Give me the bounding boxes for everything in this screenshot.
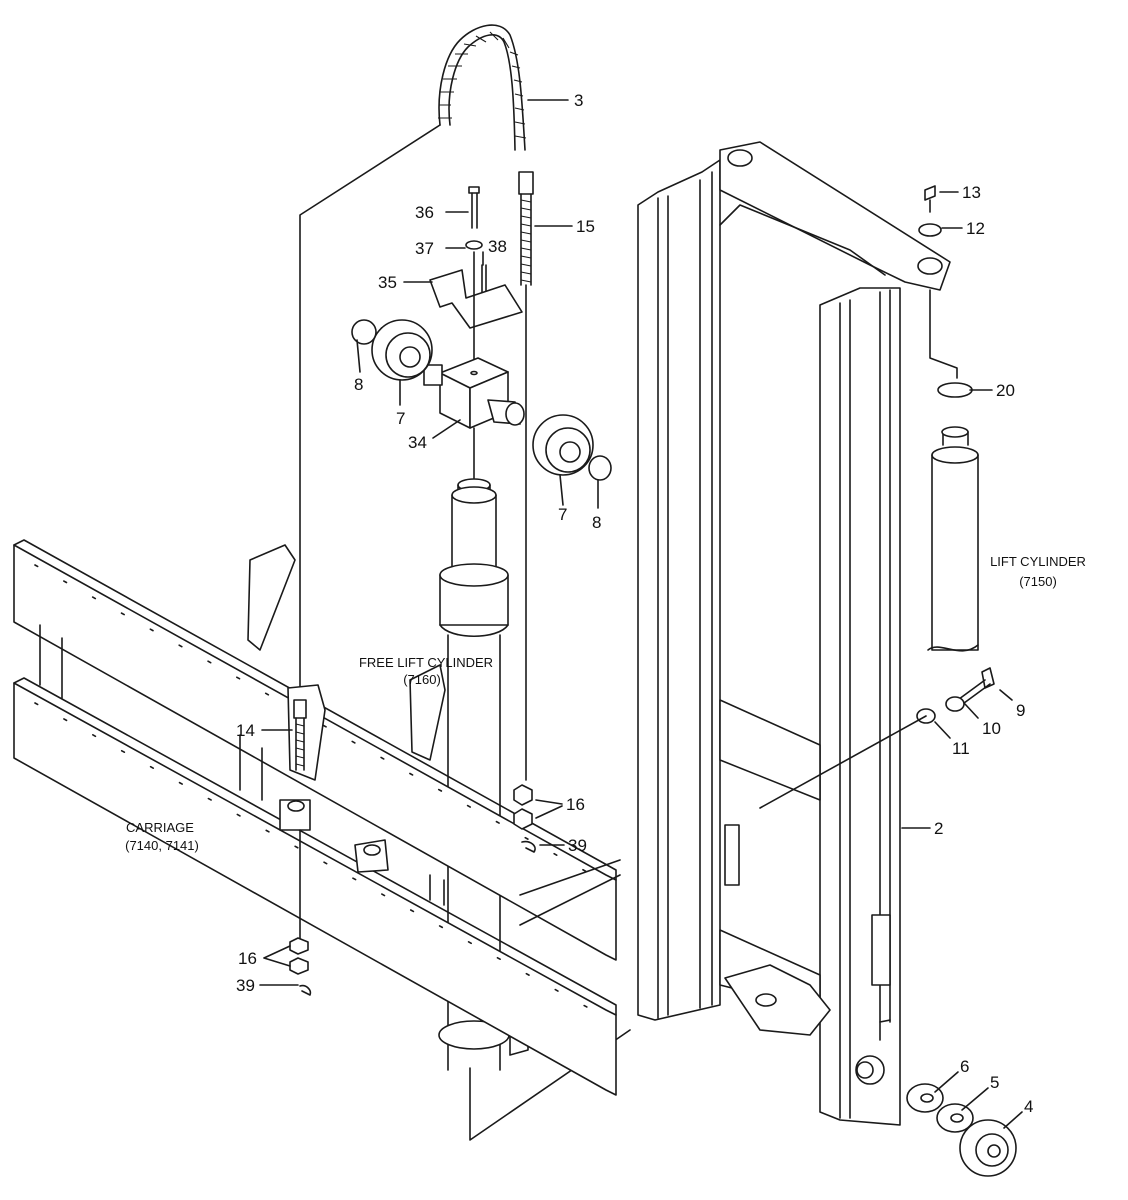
sheave-right <box>532 414 612 481</box>
sheave-left <box>351 319 433 381</box>
load-roller <box>855 1055 1017 1177</box>
callout-7-lower: 7 <box>558 505 567 524</box>
sheave-bracket <box>423 357 525 429</box>
callout-8-lower: 8 <box>592 513 601 532</box>
caption-carriage-code: (7140, 7141) <box>125 838 199 853</box>
callout-9: 9 <box>1016 701 1025 720</box>
callout-6: 6 <box>960 1057 969 1076</box>
chain-anchor-bolt-top <box>518 171 534 781</box>
callout-37: 37 <box>415 239 434 258</box>
chain <box>299 24 527 701</box>
callout-39-upper: 39 <box>568 836 587 855</box>
callout-20: 20 <box>996 381 1015 400</box>
callout-4: 4 <box>1024 1097 1033 1116</box>
callout-35: 35 <box>378 273 397 292</box>
callout-12: 12 <box>966 219 985 238</box>
callout-14: 14 <box>236 721 255 740</box>
callout-34: 34 <box>408 433 427 452</box>
callout-38: 38 <box>488 237 507 256</box>
caption-free-lift-cylinder-code: (7160) <box>403 672 441 687</box>
guard-assembly <box>429 186 523 371</box>
outer-mast <box>637 141 951 1126</box>
callout-16-upper: 16 <box>566 795 585 814</box>
callout-39-lower: 39 <box>236 976 255 995</box>
callout-15: 15 <box>576 217 595 236</box>
callout-2: 2 <box>934 819 943 838</box>
nuts-upper <box>513 784 536 853</box>
callout-36: 36 <box>415 203 434 222</box>
lift-cylinder <box>927 289 979 652</box>
caption-lift-cylinder: LIFT CYLINDER <box>990 554 1086 569</box>
callout-13: 13 <box>962 183 981 202</box>
fasteners <box>759 185 995 809</box>
caption-lift-cylinder-code: (7150) <box>1019 574 1057 589</box>
caption-free-lift-cylinder: FREE LIFT CYLINDER <box>359 655 493 670</box>
callout-3: 3 <box>574 91 583 110</box>
leader-lines <box>259 99 1023 1129</box>
callout-7-upper: 7 <box>396 409 405 428</box>
callout-11: 11 <box>952 739 970 758</box>
callout-16-lower: 16 <box>238 949 257 968</box>
chain-anchor-bolt-bottom <box>287 684 326 996</box>
callout-10: 10 <box>982 719 1001 738</box>
caption-carriage: CARRIAGE <box>126 820 194 835</box>
callout-5: 5 <box>990 1073 999 1092</box>
callout-8-upper: 8 <box>354 375 363 394</box>
